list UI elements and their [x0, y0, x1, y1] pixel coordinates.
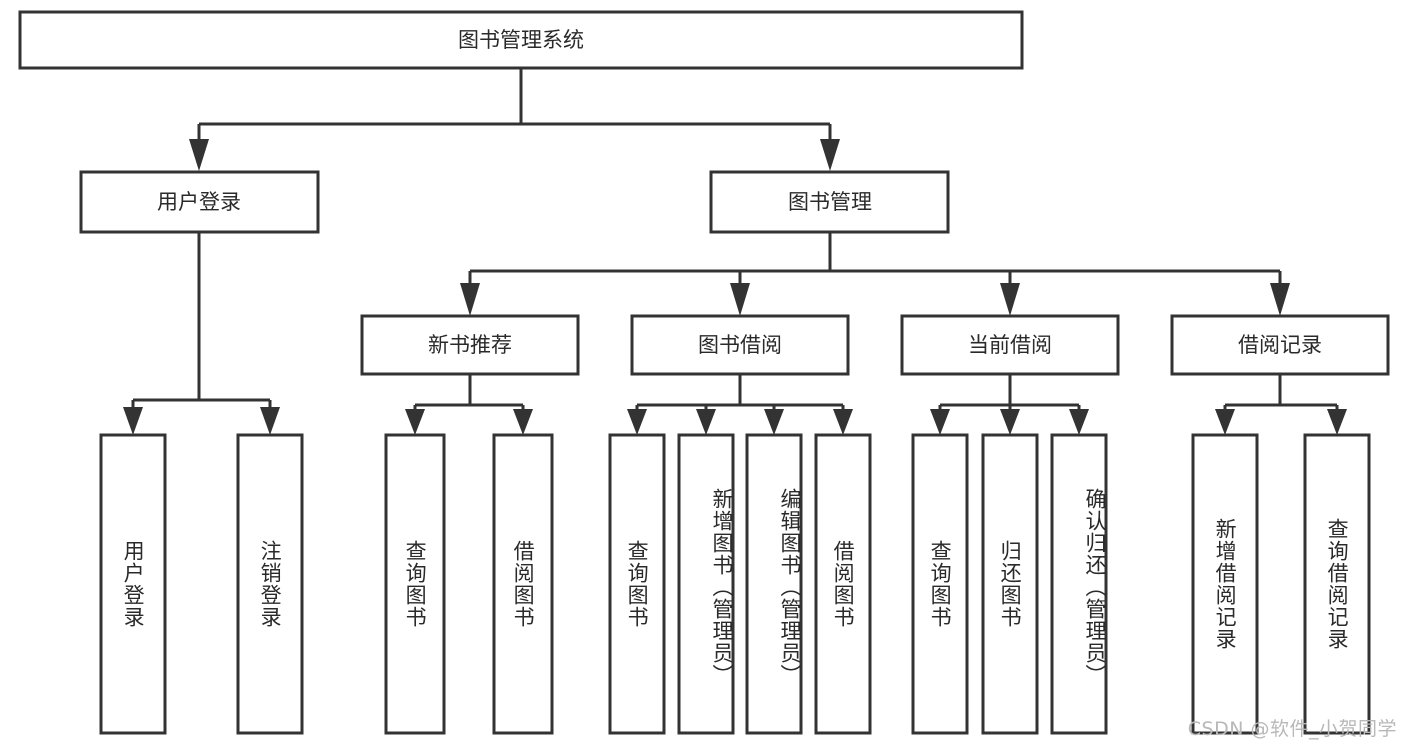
arrow-head-leaf-confirm-return [1069, 409, 1089, 435]
arrow-head-user-login [189, 139, 209, 171]
arrow-head-new-book-recommend [460, 283, 480, 316]
node-new-book-recommend-label: 新书推荐 [428, 333, 512, 357]
watermark-text: CSDN @软件_小贺同学 [1187, 718, 1397, 740]
node-current-borrow-box[interactable] [900, 314, 1120, 376]
arrow-head-leaf-borrow-book-1 [513, 409, 533, 435]
arrow-head-leaf-query-record [1327, 409, 1347, 435]
node-leaf-query-book-1-box[interactable] [384, 433, 446, 735]
node-leaf-query-book-2-box[interactable] [608, 433, 666, 735]
arrow-head-book-manage [820, 139, 840, 171]
node-leaf-borrow-book-2-box[interactable] [814, 433, 872, 735]
node-user-login-label: 用户登录 [157, 190, 241, 214]
arrow-head-leaf-user-logout [260, 407, 280, 435]
node-root-box[interactable] [18, 10, 1024, 70]
node-book-borrow-box[interactable] [630, 314, 850, 376]
node-leaf-user-login-box[interactable] [99, 433, 167, 735]
arrow-head-leaf-edit-book [764, 409, 784, 435]
arrow-head-borrow-record [1270, 283, 1290, 316]
arrow-head-leaf-query-book-2 [627, 409, 647, 435]
node-current-borrow-label: 当前借阅 [968, 333, 1052, 357]
node-borrow-record-label: 借阅记录 [1238, 333, 1322, 357]
node-leaf-confirm-return-box[interactable] [1050, 433, 1108, 735]
connector-layer [123, 68, 1347, 435]
arrow-head-leaf-query-book-3 [930, 409, 950, 435]
node-book-manage-box[interactable] [709, 170, 950, 234]
node-leaf-query-record-box[interactable] [1303, 433, 1371, 735]
arrow-head-leaf-add-book [696, 409, 716, 435]
node-book-borrow-label: 图书借阅 [698, 333, 782, 357]
arrow-head-leaf-add-record [1215, 409, 1235, 435]
node-layer: 图书管理系统 用户登录 图书管理 新书推荐 图书借阅 当前借阅 借阅记录 [18, 10, 1390, 735]
node-leaf-edit-book-box[interactable] [745, 433, 803, 735]
node-leaf-add-book-box[interactable] [677, 433, 735, 735]
arrow-head-book-borrow [730, 283, 750, 316]
node-user-login-box[interactable] [79, 170, 320, 234]
node-leaf-borrow-book-1-box[interactable] [492, 433, 554, 735]
arrow-head-leaf-return-book [1000, 409, 1020, 435]
node-leaf-query-book-3-box[interactable] [911, 433, 969, 735]
node-root-label: 图书管理系统 [458, 28, 584, 52]
node-leaf-return-book-box[interactable] [981, 433, 1039, 735]
node-leaf-add-record-box[interactable] [1191, 433, 1259, 735]
arrow-head-leaf-query-book-1 [405, 409, 425, 435]
node-book-manage-label: 图书管理 [788, 190, 872, 214]
arrow-head-current-borrow [1000, 283, 1020, 316]
node-borrow-record-box[interactable] [1170, 314, 1390, 376]
arrow-head-leaf-user-login [123, 407, 143, 435]
node-leaf-user-logout-box[interactable] [236, 433, 304, 735]
node-new-book-recommend-box[interactable] [360, 314, 580, 376]
arrow-head-leaf-borrow-book-2 [833, 409, 853, 435]
